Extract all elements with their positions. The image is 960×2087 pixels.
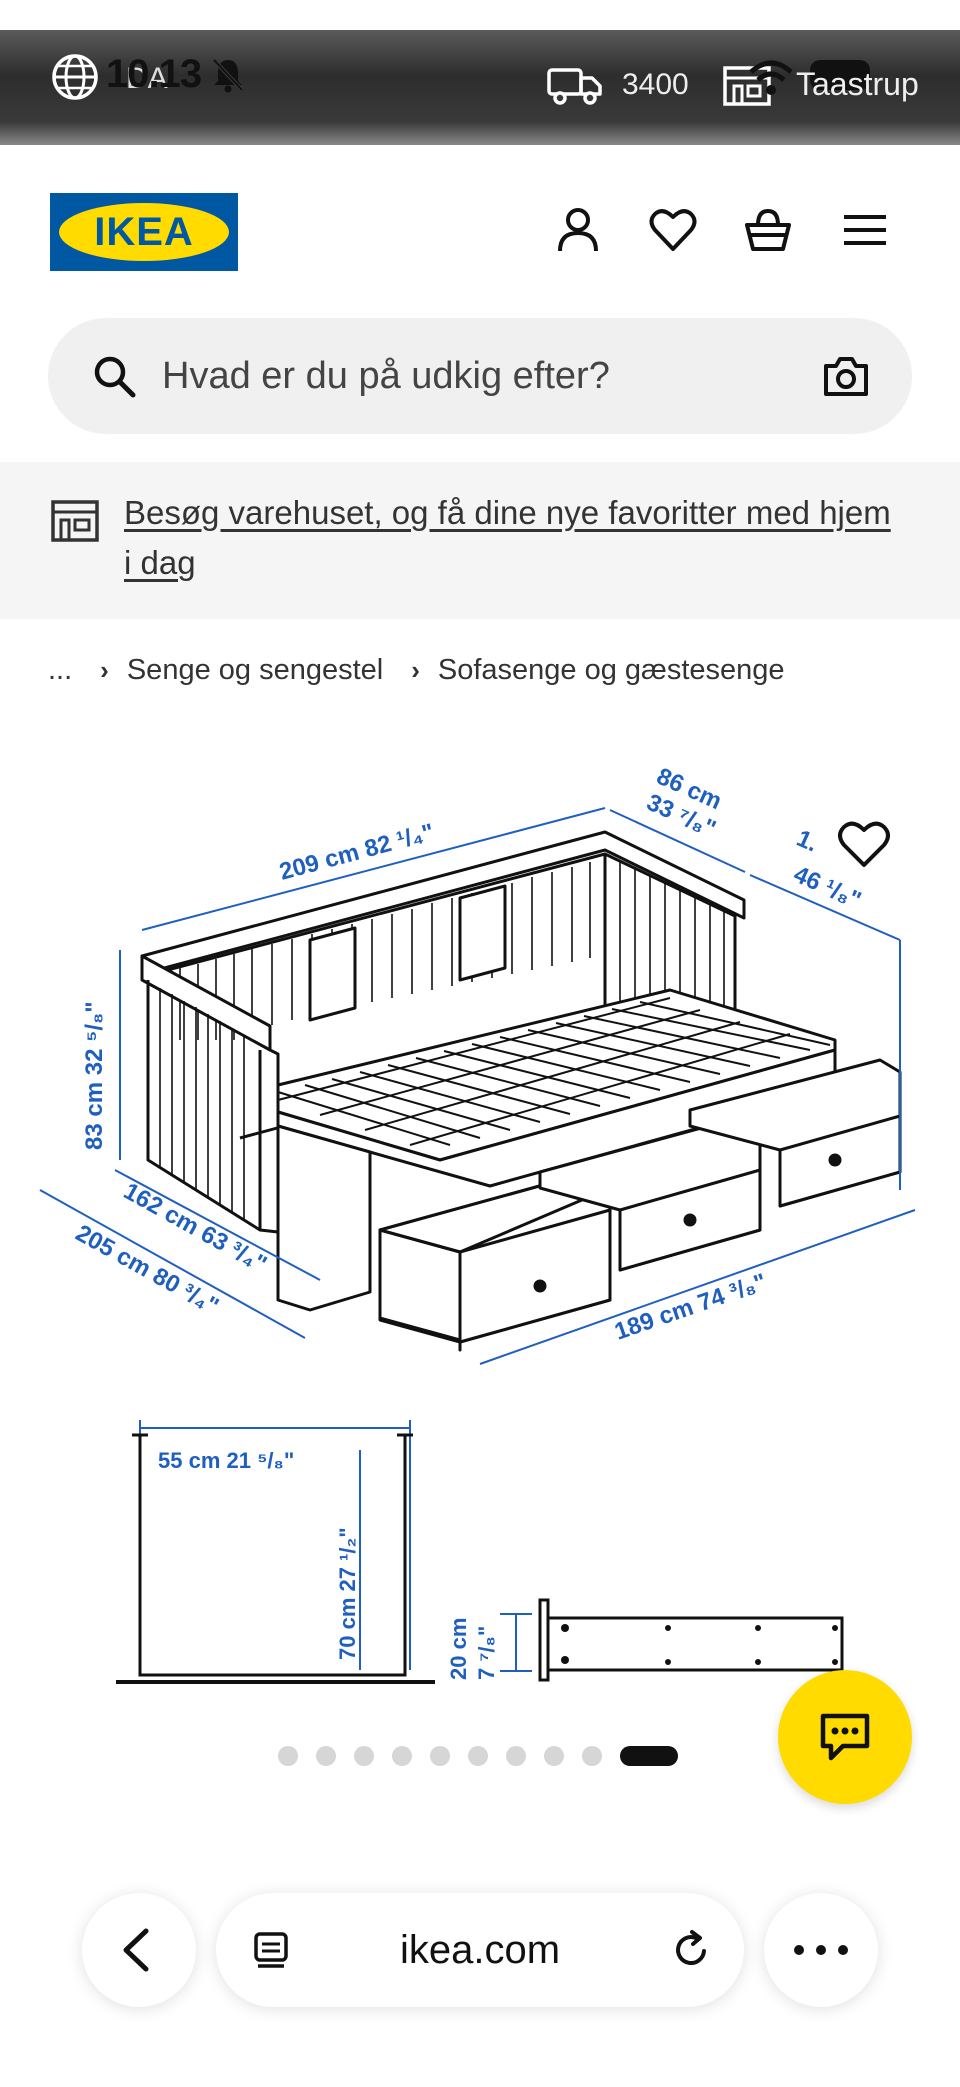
dim-drawer-width: 70 cm 27 ¹/₂" — [335, 1527, 360, 1660]
carousel-dot-active[interactable] — [620, 1746, 678, 1766]
menu-icon[interactable] — [840, 205, 890, 255]
dim-drawer-depth: 55 cm 21 ⁵/₈" — [158, 1448, 294, 1473]
carousel-dot[interactable] — [316, 1746, 336, 1766]
carousel-dot[interactable] — [544, 1746, 564, 1766]
chat-bubble-icon — [820, 1713, 870, 1761]
carousel-dot[interactable] — [468, 1746, 488, 1766]
breadcrumb-item-sofa-beds[interactable]: Sofasenge og gæstesenge — [437, 653, 785, 686]
dim-height: 83 cm 32 ⁵/₈" — [81, 1001, 108, 1150]
store-banner: Besøg varehuset, og få dine nye favoritt… — [0, 462, 960, 619]
camera-icon[interactable] — [822, 354, 870, 398]
account-icon[interactable] — [553, 205, 603, 255]
breadcrumb-item-beds[interactable]: Senge og sengestel — [126, 653, 384, 686]
browser-more-button[interactable] — [764, 1893, 878, 2007]
breadcrumb: ... › Senge og sengestel › Sofasenge og … — [48, 650, 785, 690]
carousel-indicators — [278, 1745, 696, 1767]
daybed-drawing — [140, 830, 902, 1352]
clock-time: 10.13 — [106, 52, 202, 96]
postal-code[interactable]: 3400 — [622, 68, 689, 101]
carousel-dot[interactable] — [430, 1746, 450, 1766]
product-image-dimensions[interactable]: 209 cm 82 ¹/₄" 86 cm 33 ⁷/₈" 1. 46 ¹/₈" … — [20, 740, 940, 1700]
carousel-dot[interactable] — [392, 1746, 412, 1766]
store-icon — [51, 500, 99, 542]
dim-inner-length: 189 cm 74 ³/₈" — [611, 1268, 770, 1345]
add-to-wishlist-heart-icon[interactable] — [836, 818, 892, 870]
store-name[interactable]: Taastrup — [796, 66, 919, 102]
battery-icon — [810, 60, 870, 90]
dimension-lines — [39, 807, 916, 1672]
search-icon — [94, 356, 136, 398]
dim-drawer-height: 20 cm — [446, 1618, 471, 1680]
globe-icon[interactable] — [50, 52, 100, 102]
dim-length: 209 cm 82 ¹/₄" — [277, 819, 437, 886]
heart-icon[interactable] — [648, 205, 698, 255]
basket-icon[interactable] — [743, 205, 793, 255]
reload-icon[interactable] — [670, 1929, 712, 1971]
chevron-right-icon: › — [411, 654, 420, 685]
delivery-truck-icon[interactable] — [546, 64, 604, 108]
status-bar: DA 10.13 3400 Taastrup — [0, 30, 960, 145]
search-input[interactable] — [162, 346, 762, 406]
browser-back-button[interactable] — [82, 1893, 196, 2007]
carousel-dot[interactable] — [582, 1746, 602, 1766]
logo-oval — [59, 203, 229, 261]
more-dots-icon — [794, 1945, 848, 1955]
tabs-icon[interactable] — [252, 1930, 292, 1970]
carousel-dot[interactable] — [278, 1746, 298, 1766]
drawer-views — [116, 1433, 844, 1684]
ikea-logo[interactable]: IKEA — [50, 193, 238, 271]
carousel-dot[interactable] — [506, 1746, 526, 1766]
search-bar[interactable] — [48, 318, 912, 434]
carousel-dot[interactable] — [354, 1746, 374, 1766]
breadcrumb-ellipsis[interactable]: ... — [48, 653, 73, 686]
chevron-left-icon — [123, 1928, 149, 1972]
site-header: IKEA — [0, 145, 960, 315]
dim-side: 1. — [793, 825, 822, 858]
chat-button[interactable] — [778, 1670, 912, 1804]
logo-text: IKEA — [94, 210, 194, 254]
dim-drawer-height-in: 7 ⁷/₈" — [474, 1626, 499, 1680]
chevron-right-icon: › — [100, 654, 109, 685]
browser-url-bar[interactable]: ikea.com — [216, 1893, 744, 2007]
url-text: ikea.com — [399, 1928, 561, 1972]
muted-bell-icon — [212, 58, 244, 93]
visit-store-link[interactable]: Besøg varehuset, og få dine nye favoritt… — [124, 494, 891, 581]
wifi-icon — [749, 60, 793, 95]
language-label[interactable]: DA — [126, 62, 168, 95]
